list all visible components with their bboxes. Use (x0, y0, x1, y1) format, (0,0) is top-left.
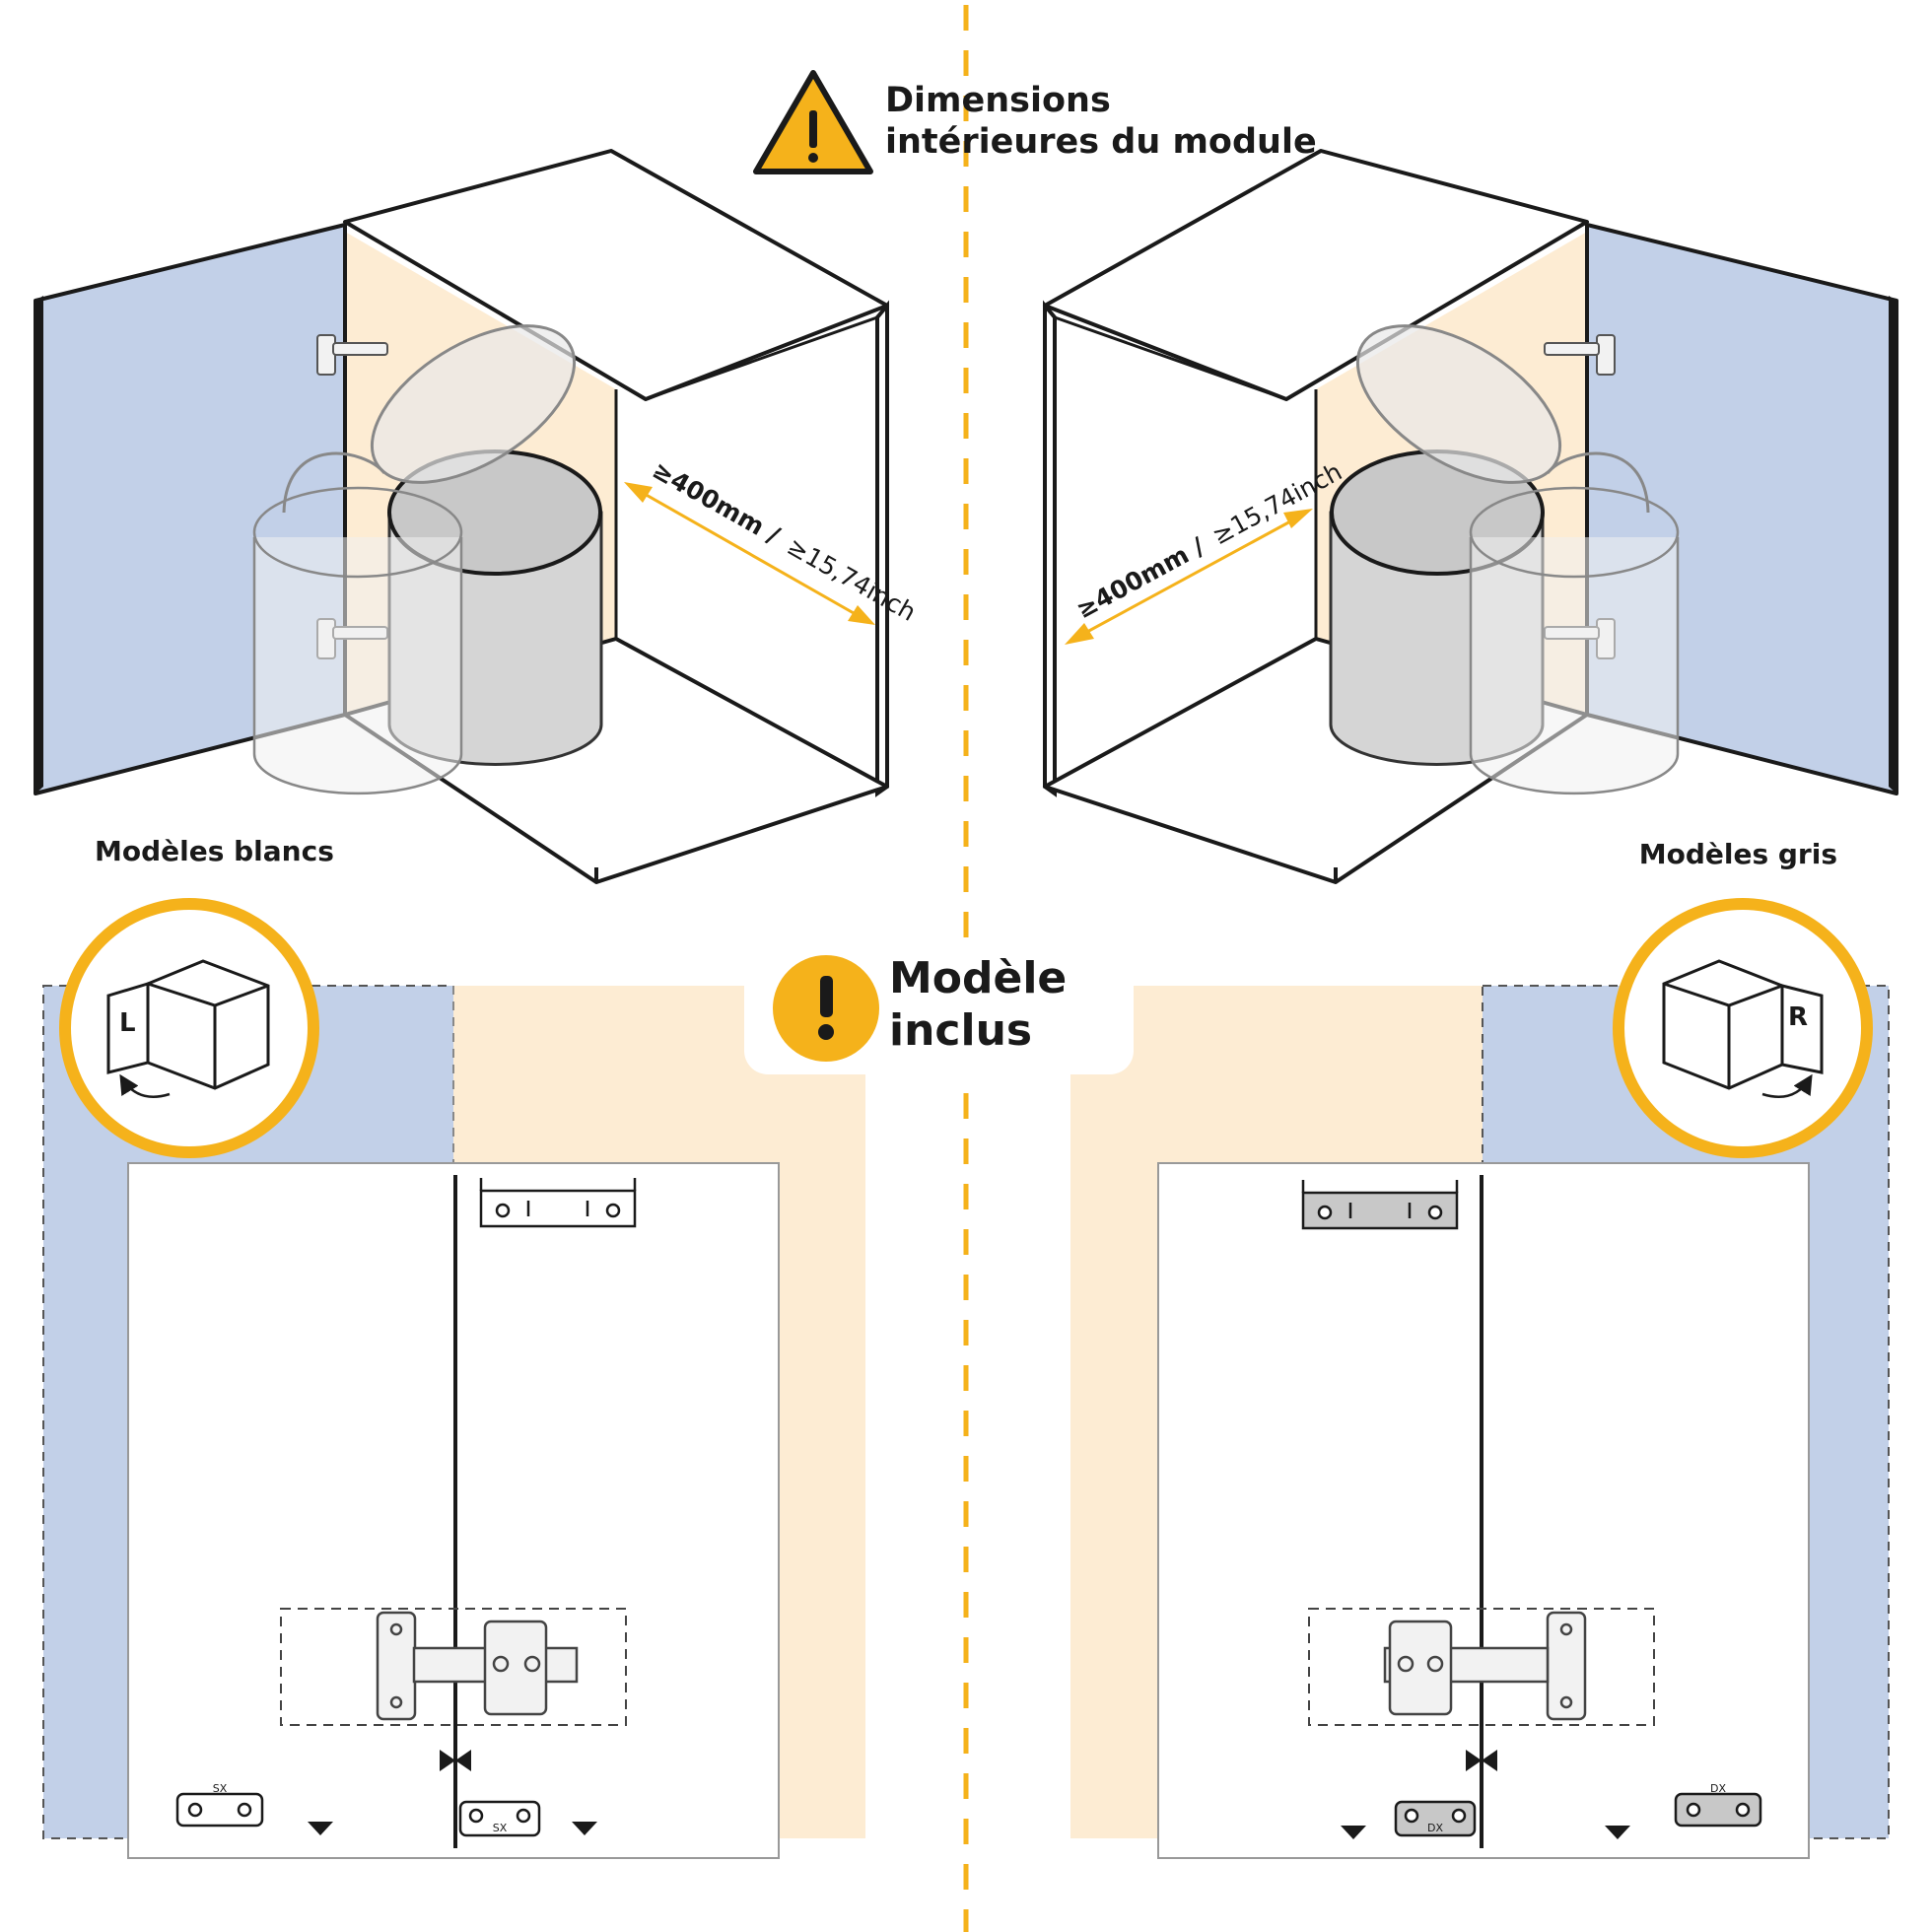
right-cabinet: ≥400mm / ≥15,74inch (1043, 149, 1898, 884)
warning-title-line1: Dimensions (885, 81, 1111, 120)
left-dimension-arrow (635, 487, 868, 623)
svg-text:≥400mm / ≥15,74inch: ≥400mm / ≥15,74inch (1071, 457, 1346, 625)
left-model-label: Modèles blancs (95, 835, 334, 867)
right-plate-label-1: DX (1427, 1822, 1443, 1834)
left-orientation-badge (59, 898, 319, 1158)
left-plate-label-1: SX (213, 1782, 228, 1795)
right-dimension-arrow (1073, 513, 1304, 641)
notice-line2: inclus (889, 1005, 1032, 1056)
warning-icon (753, 70, 873, 174)
left-orientation-letter: L (119, 1008, 136, 1038)
notice-line1: Modèle (889, 953, 1067, 1003)
right-hinge (1383, 1611, 1587, 1721)
right-plate-label-2: DX (1710, 1782, 1726, 1795)
left-plate-label-2: SX (493, 1822, 508, 1834)
warning-title-line2: intérieures du module (885, 122, 1317, 162)
right-orientation-letter: R (1788, 1002, 1808, 1032)
left-cabinet: ≥400mm / ≥15,74inch (34, 149, 921, 884)
left-hinge (376, 1611, 579, 1721)
model-included-notice (744, 951, 1134, 1074)
right-orientation-badge (1613, 898, 1873, 1158)
right-model-label: Modèles gris (1639, 838, 1837, 870)
